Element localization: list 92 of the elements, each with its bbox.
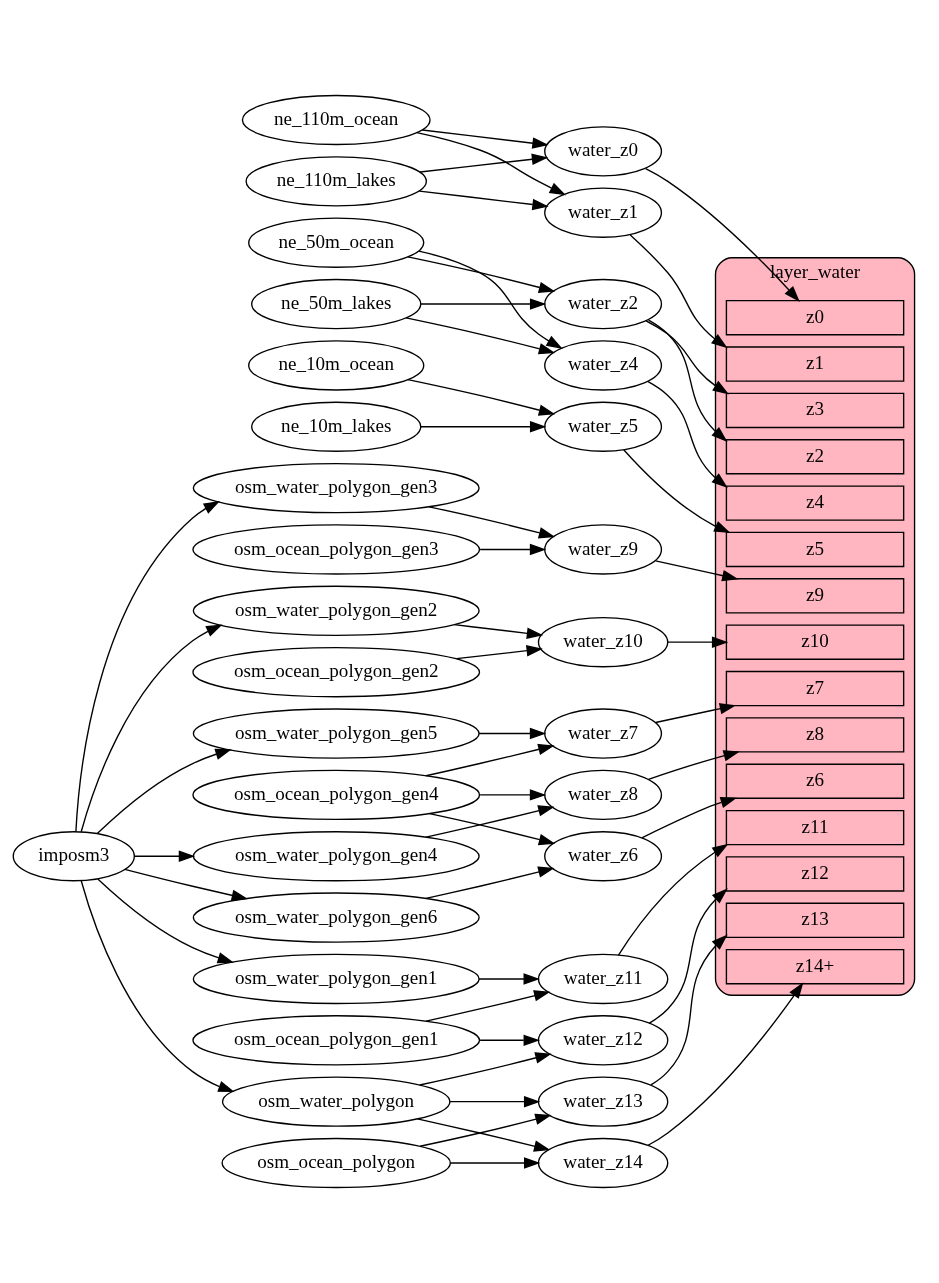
arrow xyxy=(419,298,547,310)
node-ellipse: water_z7 xyxy=(544,708,663,759)
node-box: z14+ xyxy=(725,948,905,985)
node-ellipse: osm_ocean_polygon_gen1 xyxy=(192,1015,481,1066)
arrow xyxy=(667,636,729,648)
node-ellipse: water_z1 xyxy=(544,187,663,238)
node-box: z8 xyxy=(725,717,905,753)
node-box: z6 xyxy=(725,763,905,799)
arrow xyxy=(133,850,196,862)
node-box: z5 xyxy=(725,531,905,568)
arrow xyxy=(654,560,739,582)
arrow xyxy=(428,813,556,846)
node-ellipse: water_z10 xyxy=(537,616,669,668)
arrow xyxy=(647,319,728,442)
node-ellipse: osm_water_polygon_gen4 xyxy=(192,831,480,882)
arrow xyxy=(75,500,220,833)
node-box: z3 xyxy=(725,392,905,429)
node-box: z7 xyxy=(725,670,905,707)
arrow xyxy=(418,190,549,211)
node-ellipse: osm_ocean_polygon_gen4 xyxy=(192,769,481,821)
arrow xyxy=(407,256,556,293)
node-ellipse: ne_110m_ocean xyxy=(241,94,431,146)
arrow xyxy=(648,888,728,1024)
arrow xyxy=(416,131,566,196)
node-ellipse: ne_10m_ocean xyxy=(248,340,425,391)
node-ellipse: imposm3 xyxy=(12,831,135,882)
node-box: z1 xyxy=(725,346,905,382)
arrow xyxy=(418,250,563,349)
arrow xyxy=(645,320,730,395)
arrow xyxy=(405,317,556,355)
node-box: z10 xyxy=(725,624,905,660)
arrow xyxy=(425,866,555,900)
node-ellipse: water_z14 xyxy=(537,1137,669,1189)
node-ellipse: ne_10m_lakes xyxy=(251,401,422,452)
node-ellipse: ne_50m_ocean xyxy=(248,217,425,268)
node-ellipse: water_z0 xyxy=(544,126,663,177)
arrow xyxy=(641,797,737,839)
arrow xyxy=(428,506,556,539)
node-ellipse: osm_water_polygon_gen6 xyxy=(192,892,480,943)
node-box: z13 xyxy=(725,902,905,939)
arrow xyxy=(623,449,731,534)
node-ellipse: water_z5 xyxy=(544,401,663,452)
arrow xyxy=(80,880,235,1093)
arrow xyxy=(419,153,549,173)
arrow xyxy=(453,624,544,639)
arrow xyxy=(478,973,540,985)
node-box: z11 xyxy=(725,809,905,846)
node-ellipse: water_z4 xyxy=(544,340,663,391)
arrow xyxy=(419,421,547,433)
arrow xyxy=(646,380,728,489)
arrow xyxy=(629,234,728,349)
node-ellipse: osm_ocean_polygon_gen2 xyxy=(192,646,481,698)
node-ellipse: water_z11 xyxy=(537,953,669,1005)
arrow xyxy=(421,129,549,149)
node-ellipse: osm_water_polygon xyxy=(221,1076,451,1127)
node-ellipse: water_z12 xyxy=(537,1015,669,1066)
node-ellipse: water_z8 xyxy=(544,769,663,821)
arrow xyxy=(650,934,728,1086)
arrow xyxy=(425,990,551,1022)
node-ellipse: osm_ocean_polygon_gen3 xyxy=(192,524,481,575)
node-box: z2 xyxy=(725,439,905,475)
arrow xyxy=(479,543,547,556)
arrow xyxy=(617,843,729,956)
node-box: z4 xyxy=(725,485,905,521)
arrow xyxy=(478,727,547,740)
arrow xyxy=(654,703,737,724)
arrow xyxy=(647,982,804,1146)
node-box: z0 xyxy=(725,299,905,336)
arrow xyxy=(124,868,249,901)
arrow xyxy=(479,789,547,801)
arrow xyxy=(97,878,235,964)
node-ellipse: water_z9 xyxy=(544,524,663,575)
arrow xyxy=(96,748,232,835)
arrow xyxy=(479,1034,540,1047)
arrow xyxy=(455,645,543,660)
node-ellipse: osm_ocean_polygon xyxy=(221,1137,451,1189)
arrow xyxy=(80,624,223,833)
node-ellipse: ne_50m_lakes xyxy=(251,278,422,330)
arrow xyxy=(645,167,800,302)
node-ellipse: water_z6 xyxy=(544,831,663,882)
arrow xyxy=(425,743,555,777)
node-box: z9 xyxy=(725,578,905,614)
arrow xyxy=(419,1052,552,1086)
arrow xyxy=(450,1157,541,1169)
node-ellipse: water_z2 xyxy=(544,278,663,330)
arrow xyxy=(647,750,740,780)
arrow xyxy=(449,1095,541,1108)
node-ellipse: ne_110m_lakes xyxy=(245,156,427,207)
arrow xyxy=(425,805,555,838)
node-ellipse: water_z13 xyxy=(537,1076,669,1127)
arrow xyxy=(407,378,556,416)
node-box: z12 xyxy=(725,856,905,892)
